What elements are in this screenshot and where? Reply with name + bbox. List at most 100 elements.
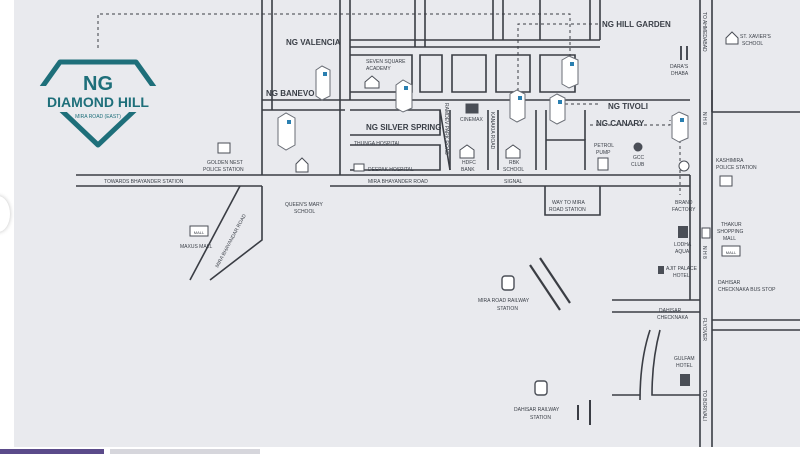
cinema-icon [465,103,479,114]
school-icon [295,157,309,173]
landmark-label: THAKUR [721,222,742,228]
landmark-label: POLICE STATION [716,165,757,171]
road-label: WAY TO MIRA [552,200,585,206]
scroll-left-button[interactable] [0,196,10,232]
landmark-label: SCHOOL [503,167,524,173]
landmark-label: AQUA [675,249,690,255]
landmark-label: DARA'S [670,64,689,70]
building-icon [509,89,526,123]
landmark-label: RBK [509,160,520,166]
police-icon [719,175,733,187]
train-icon [501,275,515,291]
logo-brand: NG [83,73,113,95]
project-label: NG BANEVO [266,89,314,98]
landmark-label: DAHISAR [659,308,682,314]
building-icon [395,79,413,113]
project-buildings [277,55,689,151]
project-label: NG HILL GARDEN [602,20,671,29]
carousel-indicator-active[interactable] [0,449,104,454]
bus-stop-icon [701,227,711,239]
landmark-label: DEEPAK HOSPITAL [368,167,414,173]
bank-icon [459,144,475,159]
project-labels: NG VALENCIA NG BANEVO NG SILVER SPRING N… [266,20,671,132]
hotel-icon [680,374,690,386]
project-label: NG CANARY [596,119,645,128]
police-icon [217,142,231,154]
landmark-label: DAHISAR RAILWAY [514,407,560,413]
building-icon [277,112,296,151]
building-icon [671,111,689,143]
building-icon [561,55,579,89]
project-label: NG VALENCIA [286,38,341,47]
landmark-label: QUEEN'S MARY [285,202,323,208]
landmark-label: POLICE STATION [203,167,244,173]
landmark-label: PUMP [596,150,611,156]
landmark-label: ACADEMY [366,66,391,72]
landmark-label: SCHOOL [294,209,315,215]
road-label: N H 8 [701,112,707,125]
landmark-label: DHABA [671,71,689,77]
road-label: KANAKIA ROAD [489,112,495,150]
landmark-label: HDFC [462,160,476,166]
landmark-label: CHECKNAKA [657,315,689,321]
landmark-label: GCC [633,155,645,161]
road-label: N H 8 [701,246,707,259]
landmark-label: STATION [530,415,551,421]
road-label: MIRA BHAYANDER ROAD [368,179,428,185]
landmark-label: CLUB [631,162,645,168]
landmark-label: PETROL [594,143,614,149]
road-label: TO AHMEDABAD [701,12,707,52]
landmark-label: CHECKNAKA BUS STOP [718,287,776,293]
fuel-icon [597,157,609,171]
road-network [76,0,800,447]
dashed-routes [97,13,681,195]
landmark-labels: SEVEN SQUARE ACADEMY THUNGA HOSPITAL DEE… [180,34,776,421]
road-label: FLYOVER [701,318,707,341]
svg-text:MALL: MALL [726,250,737,255]
landmark-icons: MALL MALL [189,31,741,396]
mall-icon: MALL [721,245,741,257]
landmark-label: FACTORY [672,207,696,213]
road-label: SIGNAL [504,179,523,185]
landmark-label: SEVEN SQUARE [366,59,406,65]
landmark-label: GOLDEN NEST [207,160,243,166]
road-label: RAMDEV PARK ROAD [443,103,449,155]
landmark-label: KASHIMIRA [716,158,744,164]
landmark-label: MALL [723,236,736,242]
road-label: ROAD STATION [549,207,586,213]
club-icon [633,142,643,152]
landmark-label: MAXUS MALL [180,244,212,250]
landmark-label: MIRA ROAD RAILWAY [478,298,530,304]
logo: NG DIAMOND HILL MIRA ROAD (EAST) [36,59,160,148]
hospital-icon [353,163,365,172]
landmark-label: THUNGA HOSPITAL [354,141,401,147]
carousel-indicator[interactable] [110,449,260,454]
road-label: TOWARDS BHAYANDER STATION [104,179,184,185]
road-label: TO BORIVALI [701,390,707,421]
logo-diamond-icon [37,59,159,148]
landmark-label: HOTEL [673,273,690,279]
landmark-label: BANK [461,167,475,173]
mall-icon: MALL [189,225,209,237]
train-icon [534,380,548,396]
landmark-label: AJIT PALACE [666,266,698,272]
school-icon [364,75,380,89]
landmark-label: BRAND [675,200,693,206]
school-icon [725,31,739,45]
landmark-label: GULFAM [674,356,695,362]
landmark-label: SHOPPING [717,229,744,235]
project-label: NG TIVOLI [608,102,648,111]
store-icon [678,160,690,172]
landmark-label: SCHOOL [742,41,763,47]
hotel-icon [658,266,664,274]
building-icon [678,226,688,238]
building-icon [549,93,566,125]
landmark-label: ST. XAVIER'S [740,34,772,40]
landmark-label: DAHISAR [718,280,741,286]
logo-name: DIAMOND HILL [47,94,149,110]
school-icon [505,144,521,159]
logo-sub: MIRA ROAD (EAST) [75,114,121,120]
project-label: NG SILVER SPRING [366,123,441,132]
building-icon [315,65,331,101]
